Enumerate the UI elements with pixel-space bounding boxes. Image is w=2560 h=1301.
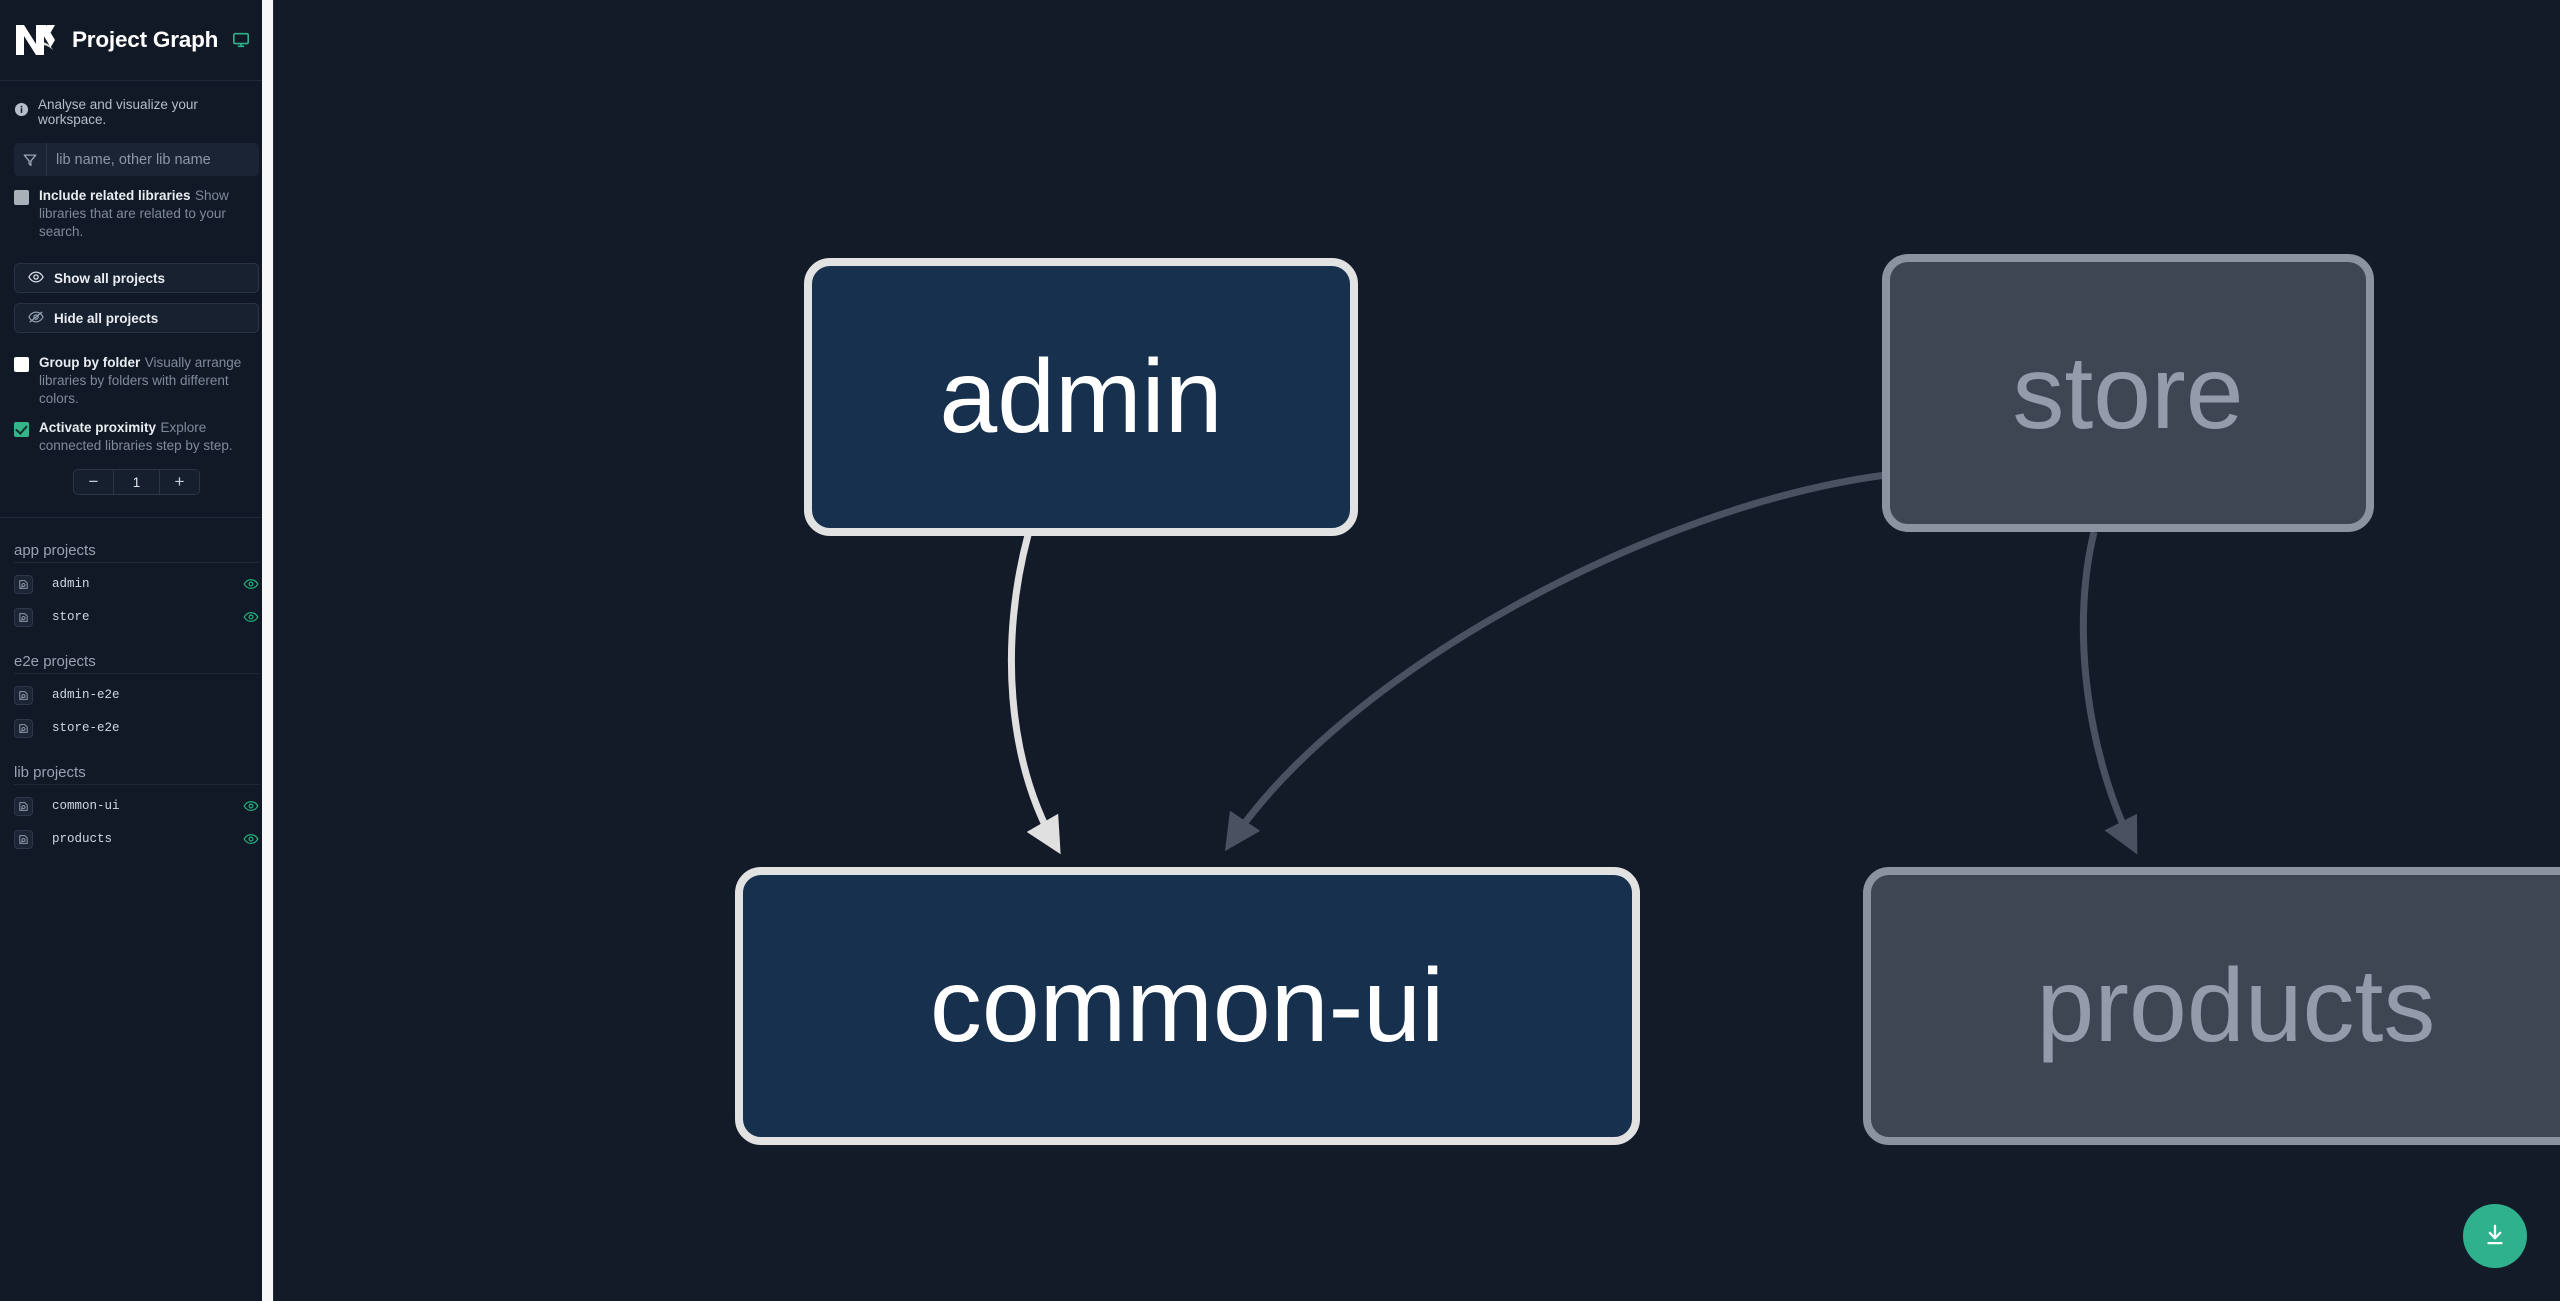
node-label: store xyxy=(2012,335,2243,451)
download-button[interactable] xyxy=(2463,1204,2527,1268)
option-description: Visually arrange libraries by folders wi… xyxy=(39,355,242,406)
include-related-libraries-checkbox[interactable] xyxy=(14,190,29,205)
graph-node-common-ui[interactable]: common-ui xyxy=(735,867,1640,1145)
project-icon xyxy=(14,829,33,849)
sidebar-scrollbar[interactable] xyxy=(262,0,273,1301)
eye-icon[interactable] xyxy=(242,611,259,623)
option-title: Group by folder xyxy=(39,355,141,370)
show-all-projects-label: Show all projects xyxy=(54,270,166,286)
filter-icon xyxy=(14,143,47,176)
graph-node-products[interactable]: products xyxy=(1863,867,2560,1145)
node-shape[interactable] xyxy=(1882,254,2374,532)
proximity-value: 1 xyxy=(113,470,160,494)
activate-proximity-checkbox[interactable] xyxy=(14,422,29,437)
project-icon xyxy=(14,685,33,705)
project-row-common-ui[interactable]: common-ui xyxy=(14,794,259,818)
proximity-stepper: − 1 + xyxy=(0,469,273,495)
project-row-store-e2e[interactable]: store-e2e xyxy=(14,716,259,740)
group-title: e2e projects xyxy=(14,629,259,674)
project-name: store xyxy=(52,610,90,624)
node-shape[interactable] xyxy=(1863,867,2560,1145)
project-group-app: app projects admin xyxy=(0,518,273,629)
page-title: Project Graph xyxy=(72,27,219,52)
project-row-store[interactable]: store xyxy=(14,605,259,629)
project-group-e2e: e2e projects admin-e2e xyxy=(0,629,273,740)
node-shape[interactable] xyxy=(735,867,1640,1145)
workspace-info: Analyse and visualize your workspace. xyxy=(0,81,273,137)
node-label: admin xyxy=(939,339,1222,455)
project-name: products xyxy=(52,832,113,846)
project-row-admin-e2e[interactable]: admin-e2e xyxy=(14,683,259,707)
edge-store-to-common-ui xyxy=(1224,471,1887,852)
show-all-projects-button[interactable]: Show all projects xyxy=(14,263,259,293)
eye-icon[interactable] xyxy=(242,800,259,812)
sidebar: Project Graph Analy xyxy=(0,0,273,1301)
option-title: Activate proximity xyxy=(39,420,157,435)
group-title: lib projects xyxy=(14,740,259,785)
graph-edges xyxy=(1007,471,2138,855)
hide-all-projects-button[interactable]: Hide all projects xyxy=(14,303,259,333)
project-row-admin[interactable]: admin xyxy=(14,572,259,596)
project-name: common-ui xyxy=(52,799,120,813)
sidebar-divider xyxy=(0,517,273,518)
graph-node-admin[interactable]: admin xyxy=(804,258,1358,536)
graph-canvas[interactable]: admin store common-ui products xyxy=(273,0,2560,1301)
nx-logo-icon xyxy=(14,21,56,59)
search-input[interactable] xyxy=(47,143,259,176)
edge-store-to-products xyxy=(2079,531,2138,855)
sidebar-header: Project Graph xyxy=(0,0,273,81)
project-group-lib: lib projects common-ui xyxy=(0,740,273,851)
project-icon xyxy=(14,796,33,816)
eye-off-icon xyxy=(28,310,44,327)
option-activate-proximity[interactable]: Activate proximity Explore connected lib… xyxy=(0,408,273,455)
project-row-products[interactable]: products xyxy=(14,827,259,851)
search-field[interactable] xyxy=(14,143,259,176)
eye-icon[interactable] xyxy=(242,578,259,590)
project-graph-svg: admin store common-ui products xyxy=(735,254,2560,1145)
option-description: Explore connected libraries step by step… xyxy=(39,420,233,453)
eye-icon xyxy=(28,270,44,287)
download-icon xyxy=(2482,1222,2508,1251)
option-description: Show libraries that are related to your … xyxy=(39,188,229,239)
group-title: app projects xyxy=(14,518,259,563)
info-icon xyxy=(14,102,29,122)
hide-all-projects-label: Hide all projects xyxy=(54,310,159,326)
eye-icon[interactable] xyxy=(242,833,259,845)
project-name: admin-e2e xyxy=(52,688,120,702)
option-title: Include related libraries xyxy=(39,188,191,203)
project-icon xyxy=(14,574,33,594)
proximity-increment-button[interactable]: + xyxy=(160,470,199,494)
node-shape[interactable] xyxy=(804,258,1358,536)
monitor-icon[interactable] xyxy=(232,31,250,49)
project-icon xyxy=(14,718,33,738)
edge-admin-to-common-ui xyxy=(1007,534,1061,855)
node-label: common-ui xyxy=(930,948,1444,1064)
project-name: store-e2e xyxy=(52,721,120,735)
project-icon xyxy=(14,607,33,627)
option-group-by-folder[interactable]: Group by folder Visually arrange librari… xyxy=(0,343,273,408)
info-text: Analyse and visualize your workspace. xyxy=(38,97,198,127)
proximity-decrement-button[interactable]: − xyxy=(74,470,113,494)
graph-node-store[interactable]: store xyxy=(1882,254,2374,532)
node-label: products xyxy=(2037,948,2436,1064)
group-by-folder-checkbox[interactable] xyxy=(14,357,29,372)
option-include-related-libraries[interactable]: Include related libraries Show libraries… xyxy=(0,176,273,241)
project-name: admin xyxy=(52,577,90,591)
